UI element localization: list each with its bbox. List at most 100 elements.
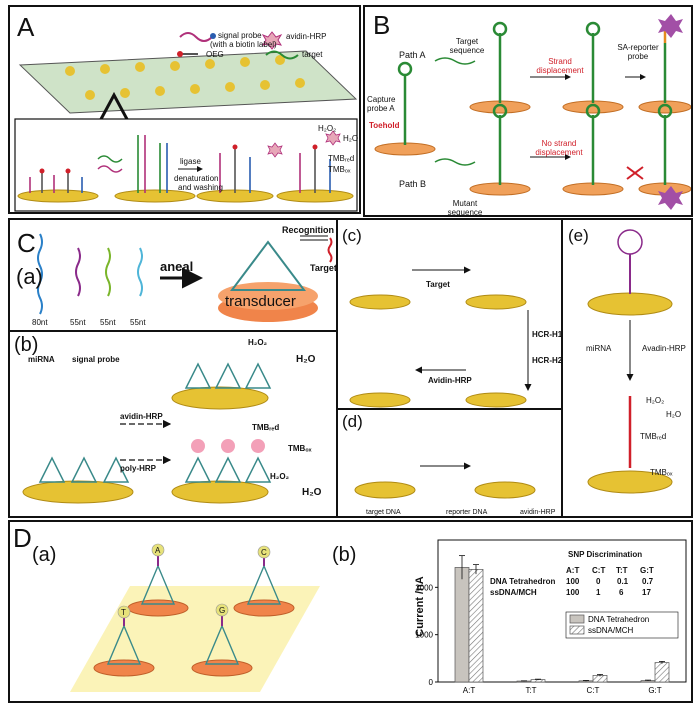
b-h2o-top: H₂O	[296, 354, 316, 365]
x-tick-label-3: G:T	[648, 686, 661, 695]
nt55a-label: 55nt	[70, 318, 86, 327]
toehold-label: Toehold	[369, 121, 400, 130]
snp-row-0-v2: 0.1	[617, 577, 629, 586]
legend-label-1: ssDNA/MCH	[588, 626, 634, 635]
x-tick-label-1: T:T	[525, 686, 536, 695]
b-tmb-ox: TMBₒₓ	[288, 444, 312, 453]
snp-col-1: C:T	[592, 566, 606, 575]
y-tick-label-1: 1000	[415, 631, 433, 640]
bar-1-0	[468, 568, 484, 683]
snp-col-3: G:T	[640, 566, 654, 575]
snp-row-1-name: ssDNA/MCH	[490, 588, 537, 597]
legend-signal-probe-note: (with a biotin label)	[210, 40, 277, 49]
panel-c: C	[8, 218, 693, 518]
e-h2o-label: H₂O	[666, 410, 682, 419]
y-tick-label-0: 0	[429, 678, 434, 687]
panel-c-b-label: (b)	[14, 334, 39, 356]
legend-label-0: DNA Tetrahedron	[588, 615, 649, 624]
mutant-sequence-label: Mutant sequence	[447, 199, 483, 217]
panel-a-label: A	[17, 12, 35, 42]
b-h2o-bot: H₂O	[302, 487, 322, 498]
legend-target: target	[302, 50, 323, 59]
c-avidin-hrp-label: Avidin-HRP	[428, 376, 472, 385]
snp-row-0-name: DNA Tetrahedron	[490, 577, 556, 586]
d-reporter-dna-label: reporter DNA	[446, 509, 488, 516]
nt80-label: 80nt	[32, 318, 48, 327]
c-target-label: Target	[426, 280, 450, 289]
bar-0-0	[454, 567, 470, 683]
nt55b-label: 55nt	[100, 318, 116, 327]
snp-row-0-v3: 0.7	[642, 577, 654, 586]
legend-avidin-hrp: avidin-HRP	[286, 32, 327, 41]
base-c-label: C	[261, 548, 267, 557]
snp-row-0-v0: 100	[566, 577, 580, 586]
chem-tmb-red: TMBᵣₑd	[328, 154, 355, 163]
snp-row-1-v1: 1	[596, 588, 601, 597]
step-washing: and washing	[178, 183, 223, 192]
chem-h2o: H₂O	[343, 134, 359, 143]
panel-d-label: D	[13, 523, 32, 553]
b-poly-hrp-label: poly-HRP	[120, 464, 156, 473]
panel-d-a-illustration	[70, 543, 320, 692]
x-tick-label-2: C:T	[587, 686, 600, 695]
path-b-label: Path B	[399, 179, 427, 189]
capture-probe-label: Capture probe A	[367, 95, 396, 113]
strand-displacement-label: Strand displacement	[536, 57, 584, 75]
snp-col-0: A:T	[566, 566, 580, 575]
base-a-label: A	[155, 546, 161, 555]
snp-row-0-v1: 0	[596, 577, 601, 586]
d-target-dna-label: target DNA	[366, 509, 401, 516]
path-a-label: Path A	[399, 50, 426, 60]
b-tmb-red: TMBᵣₑd	[252, 423, 280, 432]
nt55c-label: 55nt	[130, 318, 146, 327]
b-signal-probe-label: signal probe	[72, 355, 120, 364]
recognition-label: Recognition	[282, 225, 334, 235]
x-tick-label-0: A:T	[463, 686, 476, 695]
snp-row-1-v2: 6	[619, 588, 624, 597]
legend-box	[565, 611, 679, 639]
sa-reporter-label: SA-reporter probe	[617, 43, 659, 61]
panel-c-illustration	[22, 229, 673, 504]
target-sequence-label: Target sequence	[449, 37, 485, 55]
panel-c-label: C	[17, 228, 36, 258]
bar-1-2	[592, 675, 608, 683]
chart-frame	[437, 539, 687, 683]
panel-c-c-label: (c)	[342, 226, 362, 245]
panel-c-a-label: (a)	[16, 264, 43, 289]
legend-oeg: OEG	[206, 50, 224, 59]
y-tick-label-2: 2000	[415, 583, 433, 592]
snp-table-title: SNP Discrimination	[568, 550, 643, 559]
step-denaturation: denaturation	[174, 174, 219, 183]
chem-h2o2: H₂O₂	[318, 124, 337, 133]
snp-col-2: T:T	[616, 566, 628, 575]
panel-d-a-label: (a)	[32, 544, 57, 566]
legend-swatch-0	[569, 614, 585, 624]
b-mirna-label: miRNA	[28, 355, 55, 364]
panel-d-b-label: (b)	[332, 544, 357, 566]
base-t-label: T	[121, 608, 126, 617]
target-label: Target	[310, 263, 337, 273]
legend-swatch-1	[569, 625, 585, 635]
e-avadin-hrp-label: Avadin-HRP	[642, 344, 686, 353]
b-h2o2-bot: H₂O₂	[270, 472, 290, 481]
aneal-label: aneal	[160, 259, 194, 274]
e-h2o2-label: H₂O₂	[646, 396, 665, 405]
legend-signal-probe: signal probe	[218, 31, 262, 40]
c-hcr-h1-label: HCR-H1	[532, 330, 563, 339]
chem-tmb-ox: TMBₒₓ	[328, 165, 351, 174]
step-ligase: ligase	[180, 157, 201, 166]
snp-row-1-v0: 100	[566, 588, 580, 597]
chart-ylabel: Current /nA	[413, 576, 426, 637]
panel-b-illustration	[374, 14, 691, 210]
panel-b: B Path A Path B Target sequence Mutant s…	[363, 5, 693, 217]
e-mirna-label: miRNA	[586, 344, 612, 353]
panel-b-label: B	[373, 10, 391, 40]
e-tmb-ox-label: TMBₒₓ	[650, 468, 673, 477]
d-avidin-hrp-label: avidin-HRP	[520, 509, 556, 516]
transducer-label: transducer	[225, 293, 296, 310]
snp-row-1-v3: 17	[642, 588, 651, 597]
panel-a-illustration	[14, 31, 358, 212]
panel-c-e-label: (e)	[568, 226, 589, 245]
